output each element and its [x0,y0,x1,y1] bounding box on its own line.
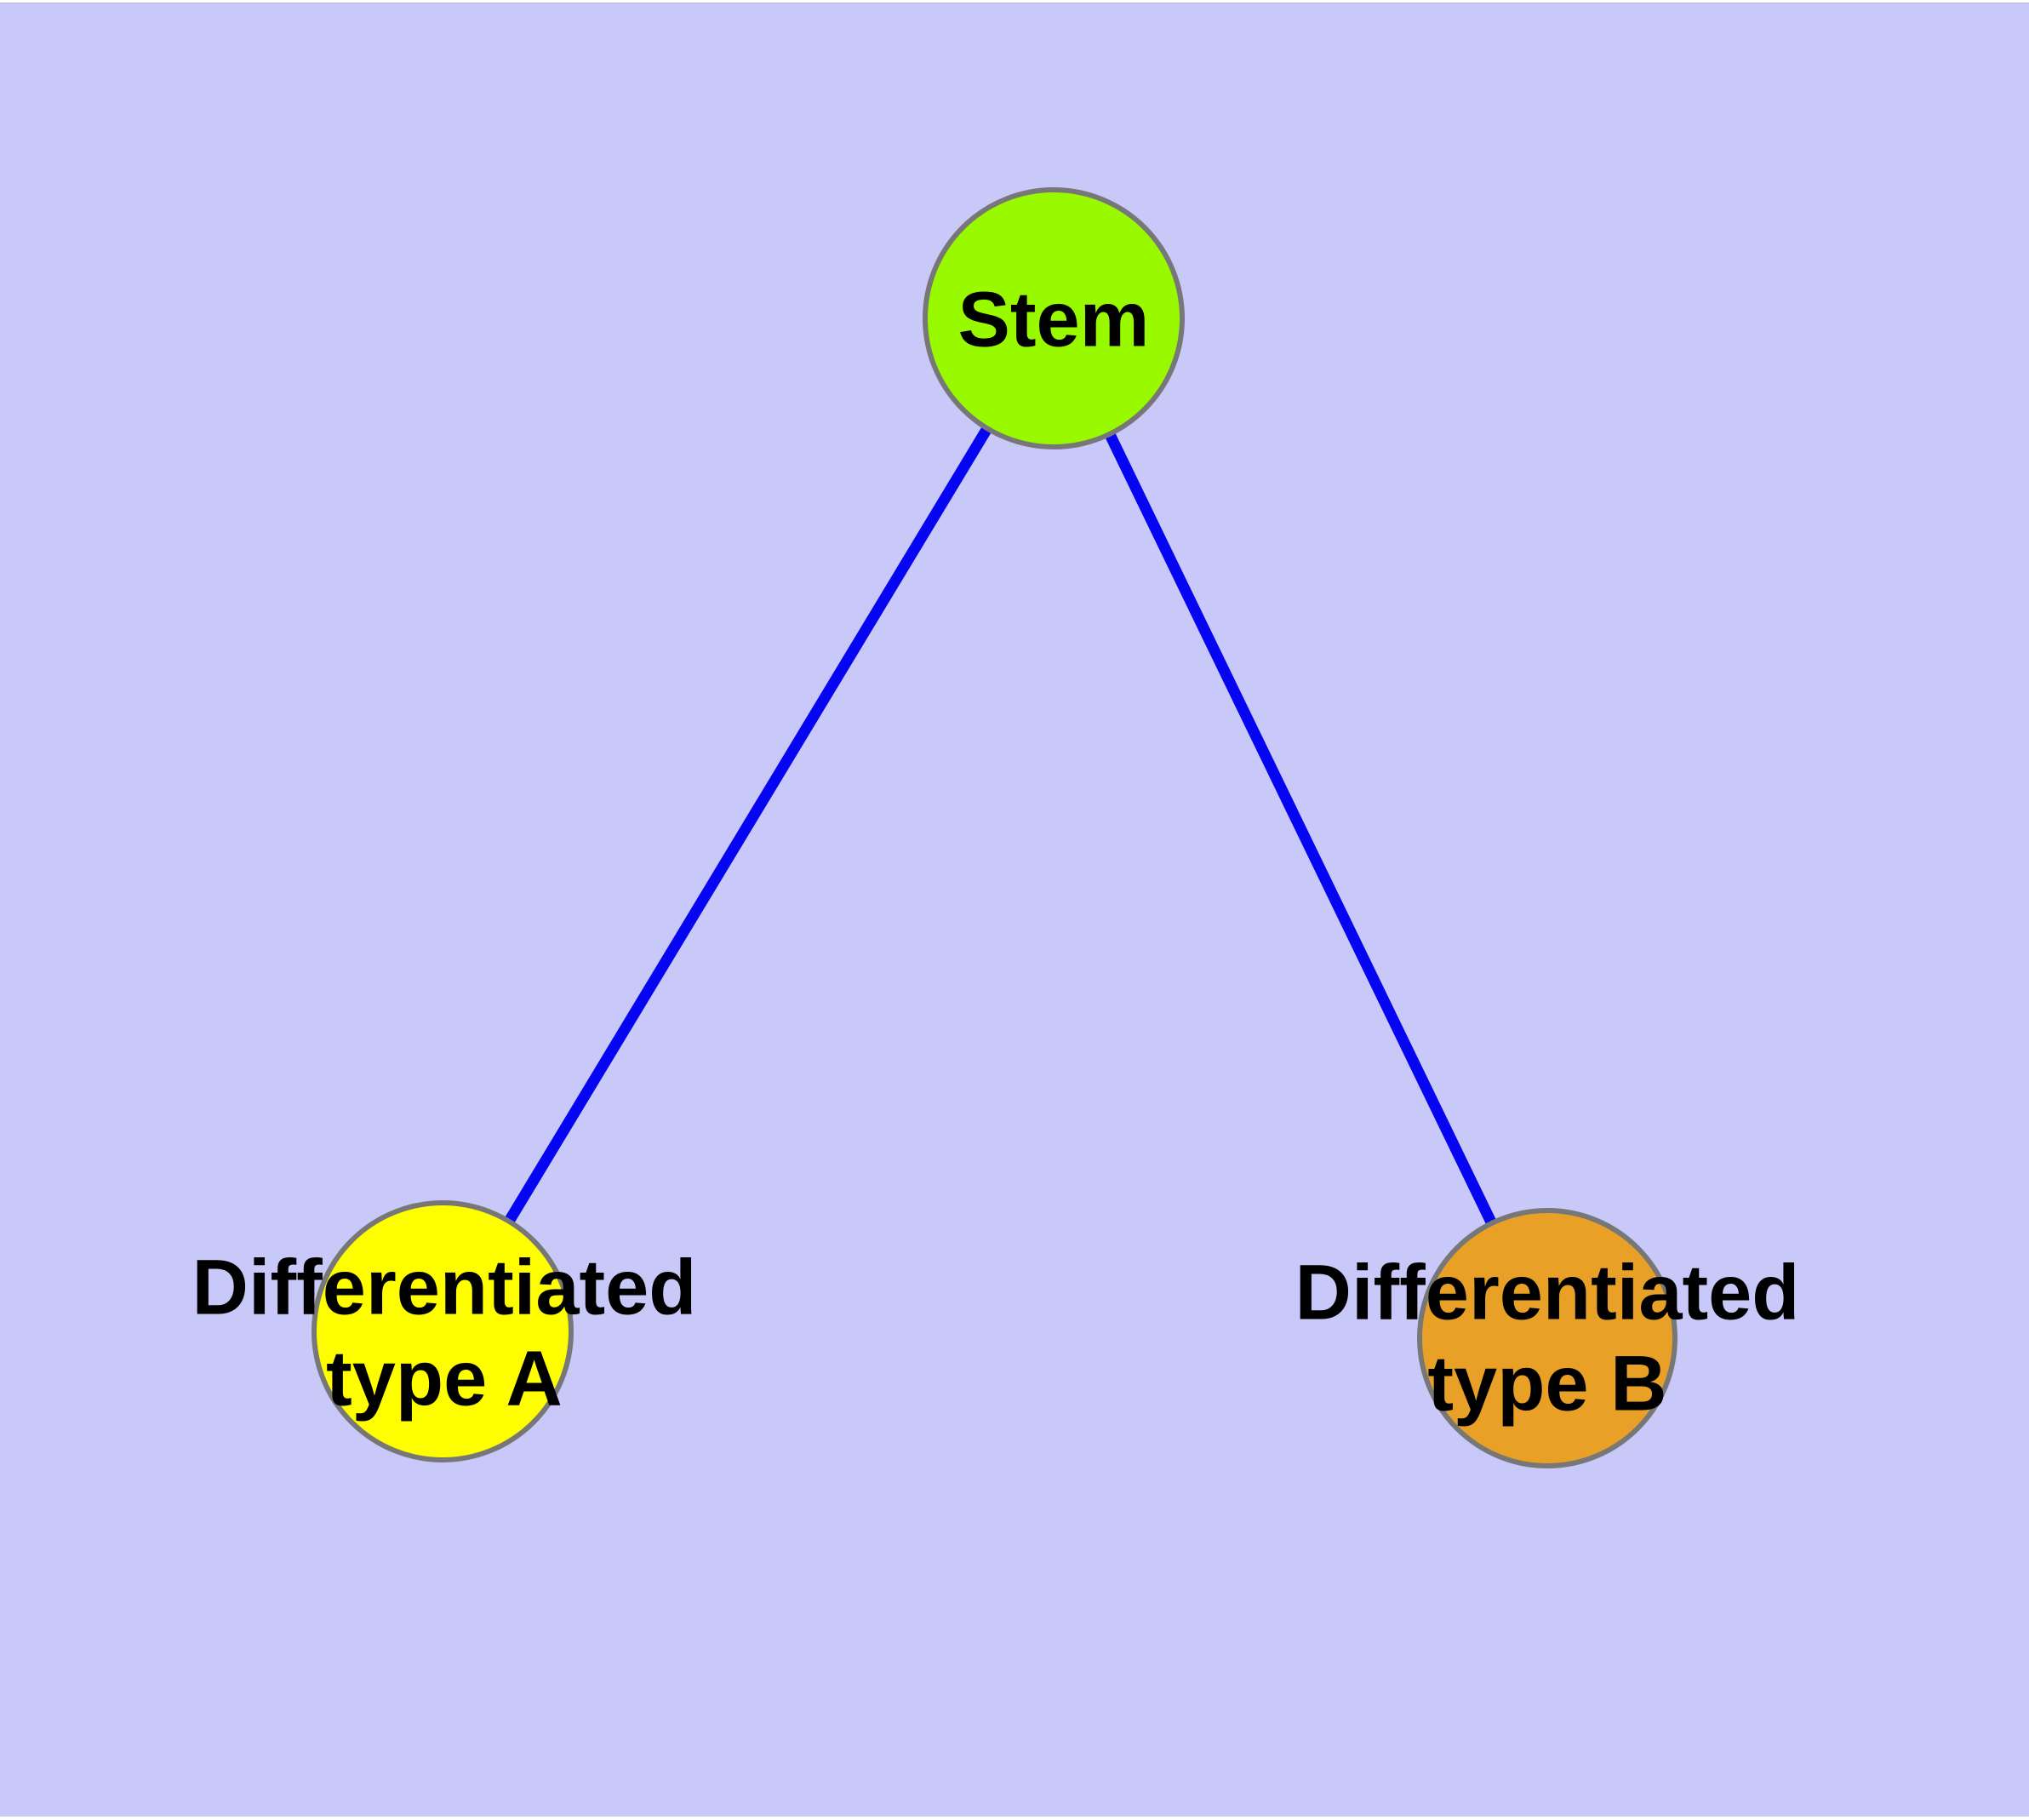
node-label-stem: Stem [958,275,1150,366]
node-label-type-b-line2: type B [1427,1340,1667,1427]
node-label-stem-line1: Stem [957,276,1150,363]
node-label-differentiated-type-b: Differentiated type B [1295,1247,1800,1428]
node-differentiated-type-a [311,1200,574,1462]
node-label-type-a-line1: Differentiated [191,1244,697,1331]
node-label-type-a-line2: type A [326,1335,563,1422]
edge-stem-to-type-a [437,315,1059,1335]
node-differentiated-type-b [1417,1208,1677,1468]
node-label-type-b-line1: Differentiated [1295,1249,1800,1336]
edge-stem-to-type-b [1049,316,1552,1341]
node-stem [923,187,1185,449]
node-label-differentiated-type-a: Differentiated type A [192,1242,697,1423]
